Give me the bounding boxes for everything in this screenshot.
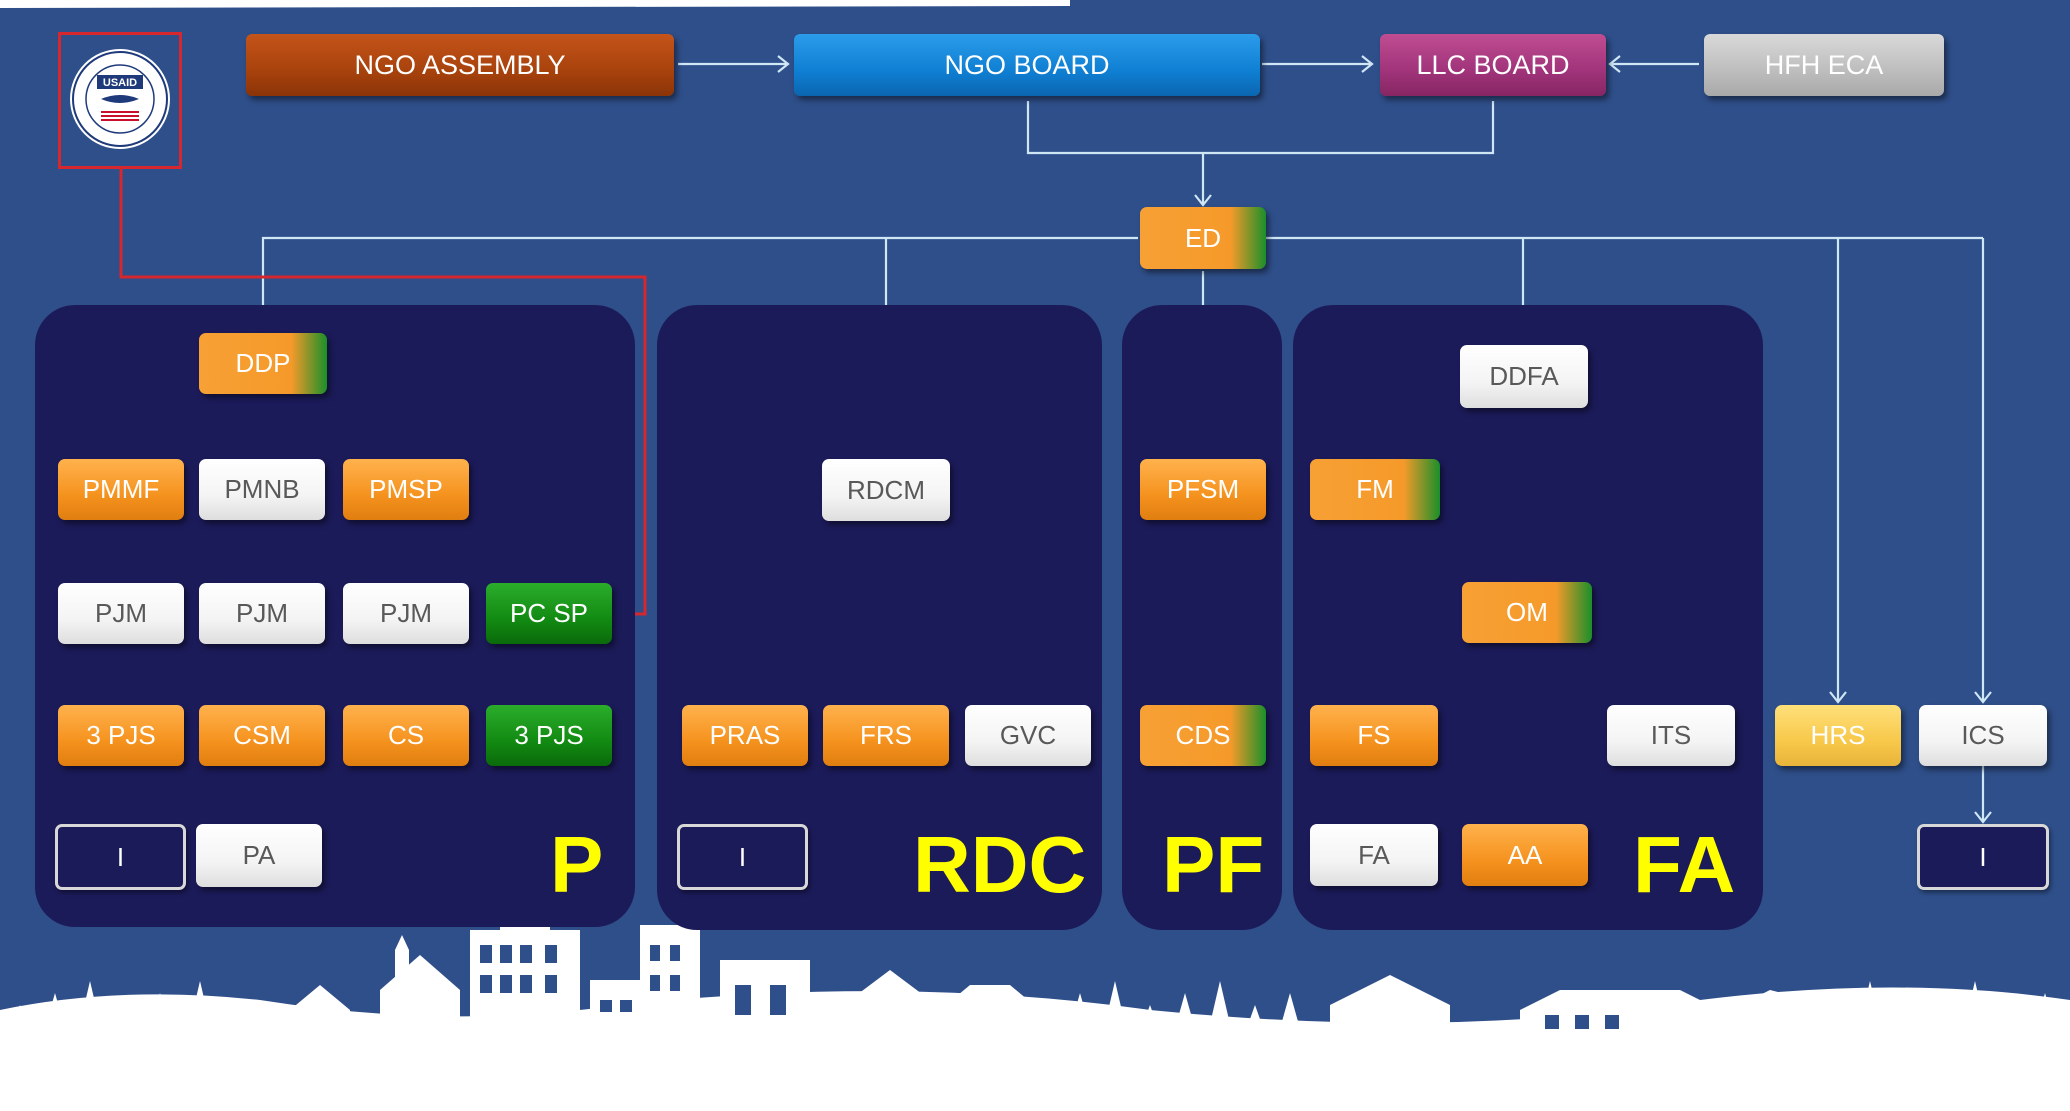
tree-decoration bbox=[1064, 993, 1096, 1050]
frs-box[interactable]: FRS bbox=[823, 705, 949, 766]
tree-decoration bbox=[144, 993, 176, 1050]
tree-decoration bbox=[1889, 1005, 1921, 1050]
pjm-box-3[interactable]: PJM bbox=[343, 583, 469, 644]
fm-box[interactable]: FM bbox=[1310, 459, 1440, 520]
tree-decoration bbox=[1854, 981, 1886, 1050]
gvc-box[interactable]: GVC bbox=[965, 705, 1091, 766]
cds-box[interactable]: CDS bbox=[1140, 705, 1266, 766]
pmnb-box[interactable]: PMNB bbox=[199, 459, 325, 520]
ics-box[interactable]: ICS bbox=[1919, 705, 2047, 766]
tree-decoration bbox=[4, 1005, 36, 1050]
i-box-rdc[interactable]: I bbox=[677, 824, 808, 890]
tree-decoration bbox=[1204, 981, 1236, 1050]
aa-box[interactable]: AA bbox=[1462, 824, 1588, 886]
tree-decoration bbox=[1169, 993, 1201, 1050]
ddfa-box[interactable]: DDFA bbox=[1460, 345, 1588, 408]
tree-decoration bbox=[1239, 1005, 1271, 1050]
section-label-fa: FA bbox=[1633, 820, 1736, 909]
arrowhead bbox=[1974, 811, 1992, 824]
i-box-ics[interactable]: I bbox=[1917, 824, 2049, 890]
arrowhead bbox=[1608, 55, 1621, 73]
pjm-box-2[interactable]: PJM bbox=[199, 583, 325, 644]
tree-decoration bbox=[219, 1005, 251, 1050]
pc-sp-box[interactable]: PC SP bbox=[486, 583, 612, 644]
arrowhead bbox=[1194, 194, 1212, 207]
3-pjs-box-1[interactable]: 3 PJS bbox=[58, 705, 184, 766]
tree-decoration bbox=[184, 981, 216, 1050]
panel-pf bbox=[1122, 305, 1282, 930]
usaid-seal-icon: USAID bbox=[70, 49, 170, 149]
usaid-logo: USAID bbox=[58, 32, 182, 169]
hfh-eca-box[interactable]: HFH ECA bbox=[1704, 34, 1944, 96]
fs-box[interactable]: FS bbox=[1310, 705, 1438, 766]
tree-decoration bbox=[74, 981, 106, 1050]
tree-decoration bbox=[1134, 1005, 1166, 1050]
rdcm-box[interactable]: RDCM bbox=[822, 459, 950, 521]
pfsm-box[interactable]: PFSM bbox=[1140, 459, 1266, 520]
usaid-link-line bbox=[119, 169, 647, 616]
tree-decoration bbox=[1274, 993, 1306, 1050]
tree-decoration bbox=[2029, 993, 2061, 1050]
tree-decoration bbox=[109, 1005, 141, 1050]
ed-box[interactable]: ED bbox=[1140, 207, 1266, 269]
arrowhead bbox=[777, 55, 790, 73]
arrowhead bbox=[1974, 691, 1992, 704]
section-label-pf: PF bbox=[1162, 820, 1265, 909]
pmsp-box[interactable]: PMSP bbox=[343, 459, 469, 520]
tree-decoration bbox=[39, 993, 71, 1050]
section-label-p: P bbox=[550, 820, 604, 909]
usaid-logo-text: USAID bbox=[103, 77, 137, 89]
llc-board-box[interactable]: LLC BOARD bbox=[1380, 34, 1606, 96]
ddp-box[interactable]: DDP bbox=[199, 333, 327, 394]
i-box-p[interactable]: I bbox=[55, 824, 186, 890]
tree-decoration bbox=[1994, 1005, 2026, 1050]
tree-decoration bbox=[1099, 981, 1131, 1050]
tree-decoration bbox=[1924, 993, 1956, 1050]
its-box[interactable]: ITS bbox=[1607, 705, 1735, 766]
skyline-windows bbox=[480, 945, 1619, 1029]
om-box[interactable]: OM bbox=[1462, 582, 1592, 643]
pras-box[interactable]: PRAS bbox=[682, 705, 808, 766]
pa-box[interactable]: PA bbox=[196, 824, 322, 887]
arrowhead bbox=[1361, 55, 1374, 73]
fa-box[interactable]: FA bbox=[1310, 824, 1438, 886]
hrs-box[interactable]: HRS bbox=[1775, 705, 1901, 766]
pjm-box-1[interactable]: PJM bbox=[58, 583, 184, 644]
ngo-assembly-box[interactable]: NGO ASSEMBLY bbox=[246, 34, 674, 96]
ngo-board-box[interactable]: NGO BOARD bbox=[794, 34, 1260, 96]
pmmf-box[interactable]: PMMF bbox=[58, 459, 184, 520]
section-label-rdc: RDC bbox=[913, 820, 1087, 909]
arrowhead bbox=[1829, 691, 1847, 704]
tree-decoration bbox=[1959, 981, 1991, 1050]
3-pjs-box-2[interactable]: 3 PJS bbox=[486, 705, 612, 766]
cs-box[interactable]: CS bbox=[343, 705, 469, 766]
csm-box[interactable]: CSM bbox=[199, 705, 325, 766]
